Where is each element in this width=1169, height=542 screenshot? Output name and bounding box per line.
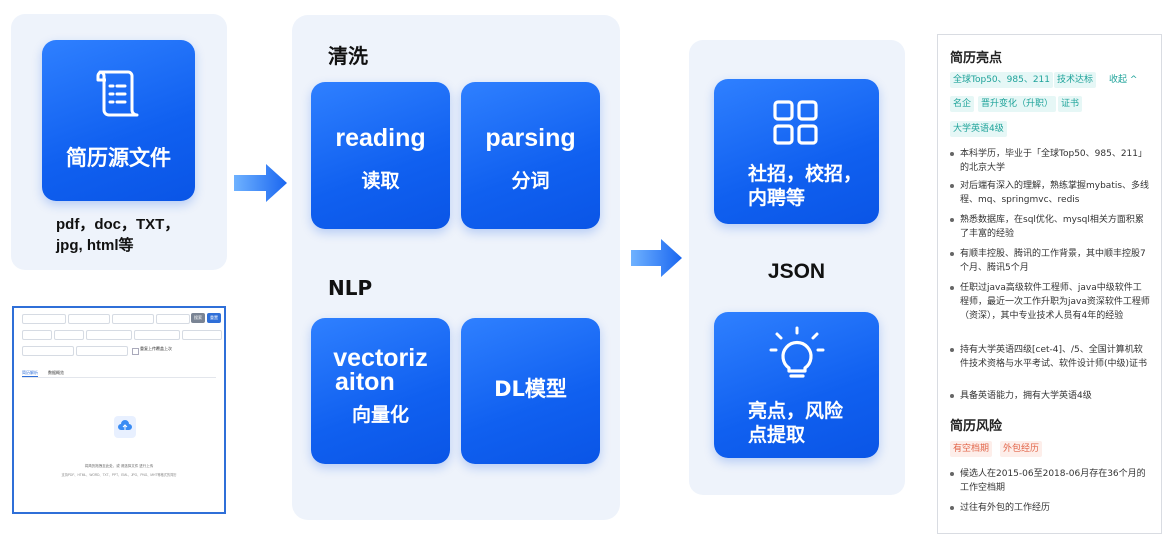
highlight-tag: 名企 <box>950 96 975 112</box>
parsing-cn-label: 分词 <box>511 170 550 192</box>
resume-result-card: 简历亮点 全球Top50、985、211 技术达标 收起 ^ 名企 晋升变化（升… <box>937 34 1162 534</box>
arrow-right-icon <box>234 164 287 202</box>
dl-model-box: DL模型 <box>461 318 600 464</box>
highlight-tag: 技术达标 <box>1054 72 1097 88</box>
parsing-label: parsing <box>485 124 576 152</box>
highlight-item: 本科学历，毕业于「全球Top50、985、211」的北京大学 <box>950 147 1150 175</box>
highlight-tag: 证书 <box>1058 96 1083 112</box>
highlight-tag: 大学英语4级 <box>950 121 1007 137</box>
filter-field <box>76 346 128 356</box>
vectorization-box: vectoriz aiton 向量化 <box>311 318 450 464</box>
recruit-type-line2: 内聘等 <box>748 187 806 209</box>
vectorization-label-1: vectoriz <box>333 344 428 372</box>
arrow-right-icon <box>631 239 682 277</box>
overwrite-checkbox-label: 重复上传覆盖上次 <box>140 346 172 351</box>
highlight-item: 熟悉数据库，在sql优化、mysql相关方面积累了丰富的经验 <box>950 213 1150 241</box>
reading-cn-label: 读取 <box>361 170 400 192</box>
overwrite-checkbox[interactable] <box>132 348 139 355</box>
json-label: JSON <box>767 260 826 283</box>
parsing-box: parsing 分词 <box>461 82 600 229</box>
upload-page-screenshot: 搜索 重置 重复上传覆盖上次 简历解析 数据概览 将简历拖拽至此处，或 请选择文… <box>12 306 226 514</box>
highlight-item: 任职过java高级软件工程师、java中级软件工程师，最近一次工作升职为java… <box>950 281 1150 323</box>
filter-field <box>22 346 74 356</box>
risk-tag: 有空档期 <box>950 441 993 457</box>
highlight-item: 持有大学英语四级[cet-4]、/5、全国计算机软件技术资格与水平考试、软件设计… <box>950 343 1150 371</box>
highlight-item: 对后端有深入的理解，熟练掌握mybatis、多线程、mq、springmvc、r… <box>950 179 1150 207</box>
grid-icon <box>773 100 818 145</box>
risk-item: 过往有外包的工作经历 <box>950 501 1150 515</box>
highlights-title: 简历亮点 <box>950 51 1003 66</box>
highlight-tag: 全球Top50、985、211 <box>950 72 1053 88</box>
upload-formats: 支持PDF、HTML、WORD、TXT、PPT、EML、JPG、PNG、MHT等… <box>61 473 177 477</box>
highlight-item: 有顺丰控股、腾讯的工作背景，其中顺丰控股7个月、腾讯5个月 <box>950 247 1150 275</box>
filter-field <box>134 330 180 340</box>
recruit-type-line1: 社招，校招， <box>748 163 863 185</box>
search-button[interactable]: 搜索 <box>191 313 205 323</box>
tab-divider <box>22 377 216 378</box>
filter-field <box>182 330 222 340</box>
reset-button[interactable]: 重置 <box>207 313 221 323</box>
upload-dropzone[interactable]: 将简历拖拽至此处，或 请选择文件 进行上传 支持PDF、HTML、WORD、TX… <box>22 382 216 504</box>
lightbulb-icon <box>769 326 825 378</box>
filter-field <box>22 314 66 324</box>
risks-title: 简历风险 <box>950 419 1003 434</box>
highlight-tag: 晋升变化（升职） <box>978 96 1057 112</box>
highlight-item: 具备英语能力，拥有大学英语4级 <box>950 389 1150 403</box>
source-file-title: 简历源文件 <box>66 146 171 170</box>
vectorization-cn-label: 向量化 <box>351 404 409 426</box>
highlight-risk-line2: 点提取 <box>748 424 806 446</box>
source-formats: pdf，doc，TXT， jpg, html等 <box>56 214 179 256</box>
source-formats-line1: pdf，doc，TXT， <box>56 216 180 233</box>
dl-model-label: DL模型 <box>494 377 567 401</box>
cleaning-section-title: 清洗 <box>328 44 368 68</box>
filter-field <box>112 314 154 324</box>
cloud-upload-icon <box>114 416 136 438</box>
source-file-box: 简历源文件 <box>42 40 195 201</box>
tab-resume-parse[interactable]: 简历解析 <box>22 370 38 377</box>
upload-hint: 将简历拖拽至此处，或 请选择文件 进行上传 <box>84 464 154 468</box>
nlp-section-title: NLP <box>328 276 373 300</box>
risk-item: 候选人在2015-06至2018-06月存在36个月的工作空档期 <box>950 467 1150 495</box>
reading-box: reading 读取 <box>311 82 450 229</box>
filter-field <box>68 314 110 324</box>
highlight-risk-box: 亮点，风险 点提取 <box>714 312 879 458</box>
filter-field <box>156 314 190 324</box>
source-formats-line2: jpg, html等 <box>56 237 134 254</box>
filter-field <box>22 330 52 340</box>
recruit-type-box: 社招，校招， 内聘等 <box>714 79 879 224</box>
highlight-risk-line1: 亮点，风险 <box>748 400 844 422</box>
risk-tag: 外包经历 <box>1000 441 1043 457</box>
document-icon <box>96 70 139 117</box>
reading-label: reading <box>335 124 426 152</box>
filter-field <box>86 330 132 340</box>
filter-field <box>54 330 84 340</box>
vectorization-label-2: aiton <box>335 368 395 396</box>
collapse-toggle[interactable]: 收起 ^ <box>1109 75 1138 85</box>
tab-data-overview[interactable]: 数据概览 <box>48 370 64 375</box>
